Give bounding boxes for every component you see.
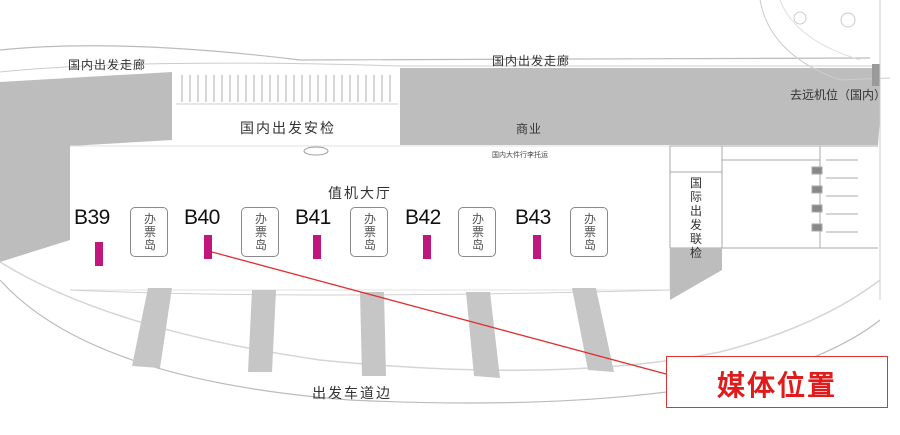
right-stalls [722,145,878,249]
ticket-island-4: 办票岛 [458,207,496,257]
media-marker-b43 [533,235,541,259]
right-wedge [670,248,722,300]
security-entrance-marker [303,146,329,156]
apron-marker-2 [840,12,856,28]
ticket-island-label: 办票岛 [471,212,484,252]
pointer-line [211,251,667,375]
commercial-label: 商业 [516,122,543,136]
gate-b41-label: B41 [295,206,331,229]
media-marker-b39 [95,242,103,266]
gate-b43-label: B43 [515,206,551,229]
ticket-island-label: 办票岛 [583,212,596,252]
curbside-label: 出发车道边 [312,386,392,402]
media-marker-b42 [423,235,431,259]
hall-front-line [69,289,671,296]
ticket-island-1: 办票岛 [130,207,168,257]
left-building [0,72,172,262]
media-marker-b40 [204,235,212,259]
corridor-inner-outline [0,62,880,73]
ticket-island-2: 办票岛 [241,207,279,257]
ticket-island-label: 办票岛 [254,212,267,252]
media-position-legend: 媒体位置 [666,356,888,408]
apron-line-2 [779,0,861,61]
international-box [669,145,723,249]
gate-b40-label: B40 [184,206,220,229]
media-position-label: 媒体位置 [716,369,837,402]
remote-stand-label: 去远机位（国内） [790,88,887,102]
security-lanes [181,75,391,102]
corridor-outline [0,45,871,61]
walkways [132,288,614,378]
right-building [400,68,880,145]
ticket-island-3: 办票岛 [350,207,388,257]
curb-outline [0,261,881,372]
ticket-island-5: 办票岛 [570,207,608,257]
apron-marker [793,11,807,25]
domestic-corridor-left-label: 国内出发走廊 [68,58,147,72]
gate-b42-label: B42 [405,206,441,229]
check-in-hall-label: 值机大厅 [328,186,392,202]
gate-b39-label: B39 [74,206,110,229]
ticket-island-label: 办票岛 [363,212,376,252]
apron-line [759,0,891,81]
ticket-island-label: 办票岛 [143,212,156,252]
domestic-corridor-right-label: 国内出发走廊 [492,54,571,68]
international-check-label: 国际出发联检 [689,176,702,260]
baggage-note-label: 国内大件行李托运 [492,151,548,159]
media-marker-b41 [313,235,321,259]
remote-stand-marker [872,64,880,86]
security-label: 国内出发安检 [240,121,336,137]
